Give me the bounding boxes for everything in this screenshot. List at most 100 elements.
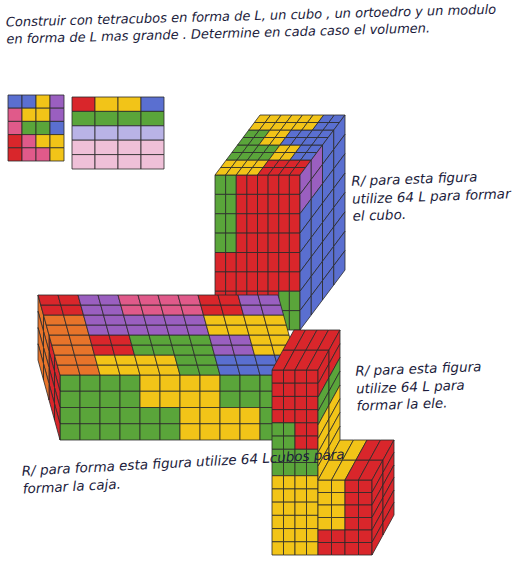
cube-cell — [226, 175, 237, 194]
cube-cell — [80, 424, 100, 440]
cube-cell — [226, 272, 237, 291]
cube-cell — [332, 493, 346, 506]
cube-cell — [61, 305, 84, 315]
cube-cell — [132, 345, 155, 355]
cube-cell — [279, 214, 290, 233]
cube-cell — [372, 523, 383, 556]
cube-cell — [22, 95, 36, 108]
cube-cell — [295, 410, 307, 423]
cube-cell — [180, 408, 200, 424]
cube-cell — [72, 155, 95, 169]
cube-cell — [240, 391, 260, 407]
cube-cell — [318, 518, 332, 531]
cube-cell — [345, 518, 359, 531]
cube-cell — [137, 365, 160, 375]
cube-cell — [160, 375, 180, 391]
cube-cell — [258, 194, 269, 213]
cube-cell — [383, 503, 394, 536]
cube-cell — [120, 408, 140, 424]
cube-cell — [284, 423, 296, 436]
cube-cell — [50, 135, 64, 148]
cube-cell — [72, 345, 95, 355]
cube-cell — [229, 335, 252, 345]
cube-cell — [284, 410, 296, 423]
l-foot-front — [318, 480, 372, 555]
cube-cell — [64, 315, 87, 325]
cube-cell — [289, 194, 300, 213]
cube-cell — [240, 375, 260, 391]
cube-cell — [289, 311, 300, 330]
cube-cell — [307, 542, 319, 555]
cube-cell — [300, 296, 311, 330]
cube-cell — [240, 424, 260, 440]
cube-cell — [124, 315, 147, 325]
cube-cell — [46, 325, 69, 335]
cube-cell — [50, 148, 64, 161]
cube-cell — [226, 214, 237, 233]
cube-cell — [140, 391, 160, 407]
cube-cell — [258, 272, 269, 291]
cube-cell — [295, 502, 307, 515]
cube-cell — [184, 315, 207, 325]
cube-cell — [8, 121, 22, 134]
answer-note: R/ para esta figura utilize 64 L para fo… — [355, 357, 507, 415]
cube-cell — [192, 345, 215, 355]
cube-cell — [69, 335, 92, 345]
cube-cell — [118, 126, 141, 140]
cube-cell — [272, 410, 284, 423]
cube-cell — [295, 370, 307, 383]
cube-cell — [332, 518, 346, 531]
cube-cell — [22, 135, 36, 148]
answer-note: R/ para esta figura utilize 64 L para fo… — [351, 167, 515, 225]
cube-cell — [158, 295, 181, 305]
cube-cell — [86, 325, 109, 335]
cube-cell — [279, 175, 290, 194]
cube-cell — [8, 148, 22, 161]
cube-cell — [235, 355, 258, 365]
cube-cell — [95, 126, 118, 140]
cube-cell — [345, 543, 359, 556]
cube-cell — [146, 325, 169, 335]
cube-cell — [78, 295, 101, 305]
cube-cell — [209, 335, 232, 345]
cube-cell — [318, 505, 332, 518]
cube-cell — [359, 518, 373, 531]
cube-cell — [100, 424, 120, 440]
cube-cell — [272, 542, 284, 555]
cube-side — [300, 115, 345, 330]
cube-cell — [22, 148, 36, 161]
cube-cell — [160, 424, 180, 440]
cube-cell — [237, 365, 260, 375]
cube-cell — [22, 108, 36, 121]
cube-cell — [345, 505, 359, 518]
cube-cell — [180, 391, 200, 407]
cube-cell — [247, 233, 258, 252]
cube-cell — [220, 375, 240, 391]
cube-cell — [118, 140, 141, 154]
cube-cell — [272, 423, 284, 436]
cube-cell — [359, 530, 373, 543]
cube-cell — [332, 480, 346, 493]
cube-cell — [307, 423, 319, 436]
cube-cell — [140, 424, 160, 440]
cube-cell — [307, 370, 319, 383]
cube-cell — [226, 325, 249, 335]
cube-cell — [289, 291, 300, 310]
cube-cell — [284, 370, 296, 383]
cube-cell — [60, 424, 80, 440]
cube-cell — [258, 175, 269, 194]
cube-cell — [200, 424, 220, 440]
cube-cell — [295, 515, 307, 528]
cube-front — [215, 175, 300, 330]
cube-cell — [284, 542, 296, 555]
cube-cell — [22, 121, 36, 134]
cube-cell — [141, 155, 164, 169]
box-top — [38, 295, 300, 375]
cube-cell — [118, 97, 141, 111]
cube-cell — [359, 493, 373, 506]
cube-cell — [177, 365, 200, 375]
cube-cell — [238, 295, 261, 305]
cube-cell — [236, 272, 247, 291]
cube-cell — [41, 305, 64, 315]
cube-cell — [198, 295, 221, 305]
